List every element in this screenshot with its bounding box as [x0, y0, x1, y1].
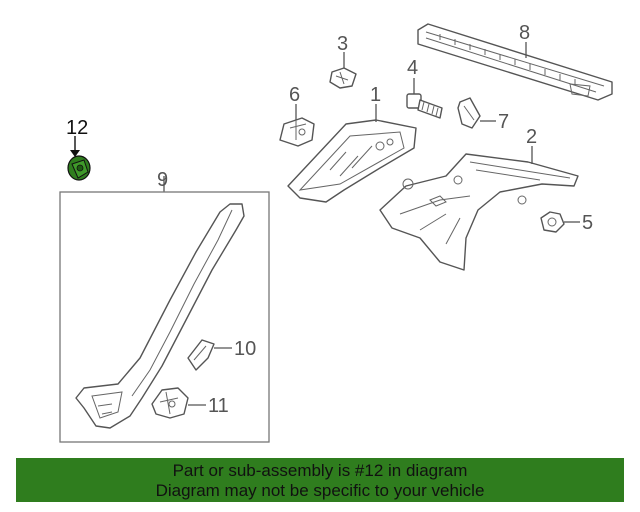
banner-line-2: Diagram may not be specific to your vehi…: [155, 481, 485, 500]
callout-6: 6: [289, 84, 300, 106]
banner-line-1: Part or sub-assembly is #12 in diagram: [172, 461, 468, 480]
callout-2: 2: [526, 126, 537, 148]
part-8-trim-strip: [417, 23, 613, 101]
part-2-trim-assembly: [379, 153, 579, 271]
callout-4: 4: [407, 57, 418, 79]
callout-11: 11: [208, 395, 229, 417]
callout-9: 9: [157, 169, 168, 191]
part-11-clip: [151, 387, 189, 419]
part-6-bracket: [279, 117, 315, 147]
callout-1: 1: [370, 84, 381, 106]
part-9-pillar-trim: [75, 203, 245, 429]
part-7-block: [457, 97, 481, 129]
part-1-trim-panel: [287, 119, 417, 203]
part-5-nut: [540, 211, 565, 233]
callout-12: 12: [66, 117, 88, 139]
part-3-clip: [329, 67, 357, 89]
part-10-pad: [187, 339, 215, 371]
arrow-12-icon: [70, 150, 80, 157]
callout-5: 5: [582, 212, 593, 234]
callout-10: 10: [234, 338, 256, 360]
parts-diagram: 8 3 4 6 7 1: [59, 22, 613, 443]
part-4-bolt: [406, 93, 443, 119]
callout-7: 7: [498, 111, 509, 133]
callout-3: 3: [337, 33, 348, 55]
callout-8: 8: [519, 22, 530, 44]
info-banner: Part or sub-assembly is #12 in diagram D…: [16, 458, 624, 502]
part-12-clip-highlighted: [67, 155, 91, 181]
